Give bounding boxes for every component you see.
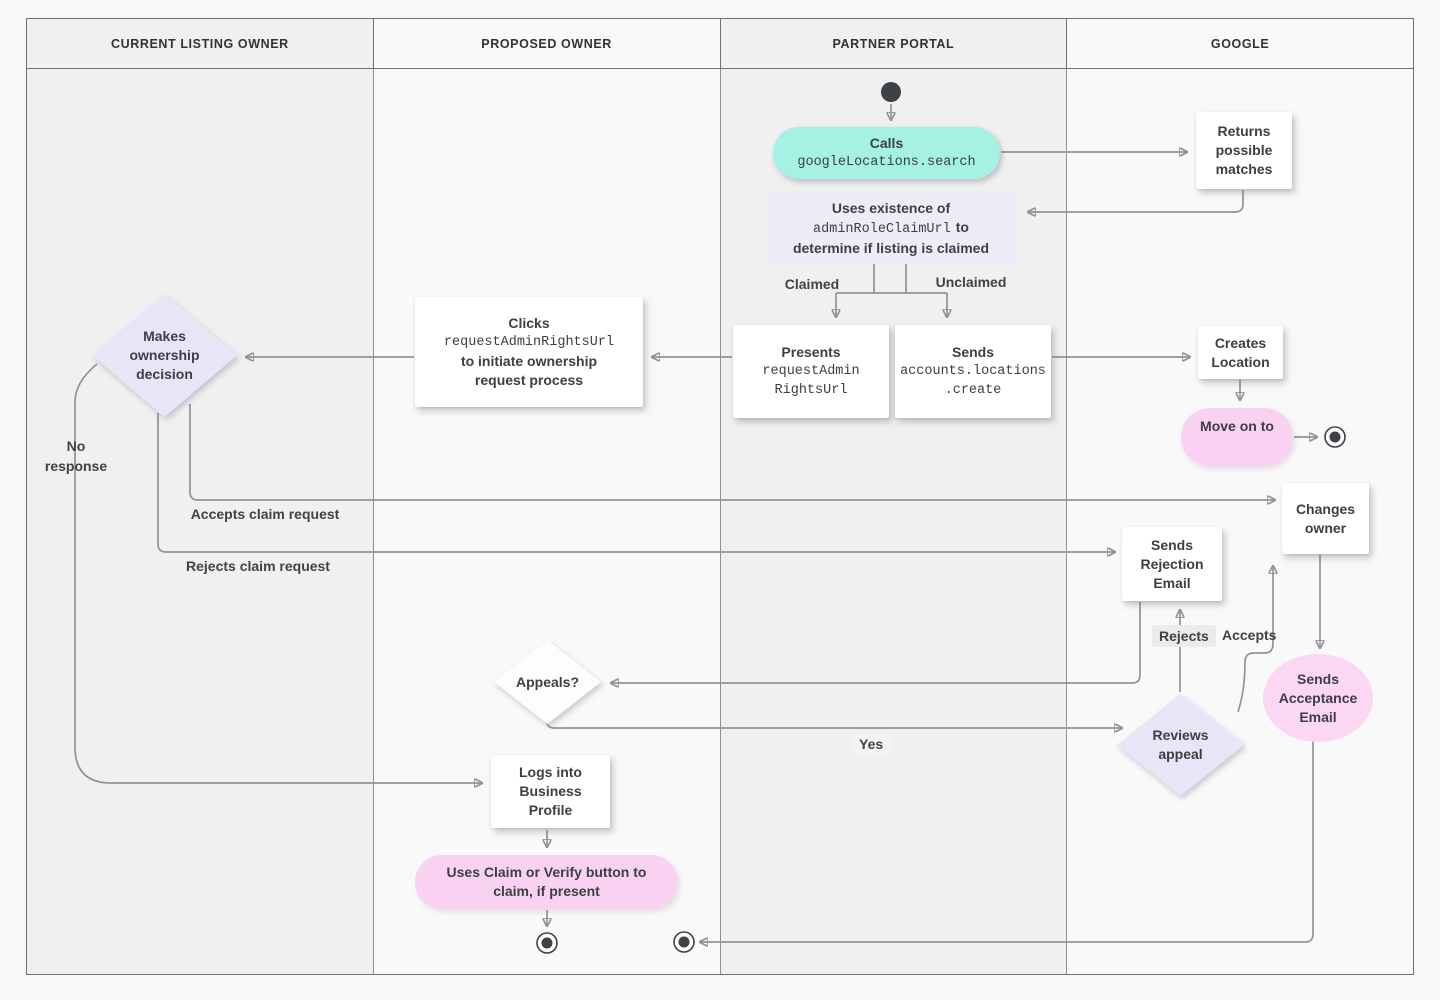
presents-request-admin-rights-url-node: Presents requestAdmin RightsUrl [733,325,889,418]
end-node [673,931,695,953]
edge-label-rejects-claim-request: Rejects claim request [186,558,330,574]
node-label: Reviews appeal [1117,694,1244,796]
makes-ownership-decision-node: Makes ownership decision [92,294,237,417]
creates-location-node: Creates Location [1198,326,1283,379]
node-label: to initiate ownership request process [460,353,598,388]
node-code: requestAdminRightsUrl [443,335,615,350]
lane-header-current-listing-owner: CURRENT LISTING OWNER [27,19,374,68]
returns-possible-matches-node: Returns possible matches [1196,112,1292,189]
edge-label-accepts: Accepts [1222,627,1277,643]
node-label: Clicks [508,315,550,331]
node-code: accounts.locations .create [900,364,1046,398]
node-code: googleLocations.search [797,155,976,170]
node-label: determine if listing is claimed [792,239,990,256]
edge-label-unclaimed: Unclaimed [935,274,1007,290]
edge-label-rejects: Rejects [1152,625,1216,647]
appeals-decision-node: Appeals? [494,640,601,724]
sends-acceptance-email-node: Sends Acceptance Email [1263,654,1373,742]
move-on-to-node: Move on to [1181,408,1293,466]
node-label: Sends [951,344,994,360]
lane-header-row: CURRENT LISTING OWNER PROPOSED OWNER PAR… [27,19,1413,69]
lane-header-proposed-owner: PROPOSED OWNER [373,19,721,68]
node-code: adminRoleClaimUrl [813,221,951,237]
node-label: Uses existence of [831,199,951,216]
uses-claim-or-verify-node: Uses Claim or Verify button to claim, if… [415,855,678,909]
node-label: Calls [869,135,904,151]
node-label: Makes ownership decision [92,294,237,417]
sends-rejection-email-node: Sends Rejection Email [1122,527,1222,601]
edge-label-no-response: No response [44,438,108,474]
reviews-appeal-node: Reviews appeal [1117,694,1244,796]
edge-label-accepts-claim-request: Accepts claim request [190,506,340,522]
node-code: requestAdmin RightsUrl [762,364,860,398]
edge-label-yes: Yes [852,733,891,755]
sends-accounts-locations-create-node: Sends accounts.locations .create [895,325,1051,418]
changes-owner-node: Changes owner [1282,483,1369,554]
lane-current-listing-owner [27,69,374,974]
node-label: Appeals? [494,640,601,724]
clicks-request-admin-rights-url-node: Clicks requestAdminRightsUrl to initiate… [415,297,643,407]
calls-google-locations-search-node: Calls googleLocations.search [773,127,1000,179]
node-label: to [955,218,969,235]
lane-header-partner-portal: PARTNER PORTAL [720,19,1068,68]
start-node [881,82,901,102]
node-label: Presents [781,344,841,360]
lane-header-google: GOOGLE [1067,19,1413,68]
edge-label-claimed: Claimed [784,276,840,292]
end-node [1324,426,1346,448]
end-node [536,932,558,954]
logs-into-business-profile-node: Logs into Business Profile [491,755,610,828]
